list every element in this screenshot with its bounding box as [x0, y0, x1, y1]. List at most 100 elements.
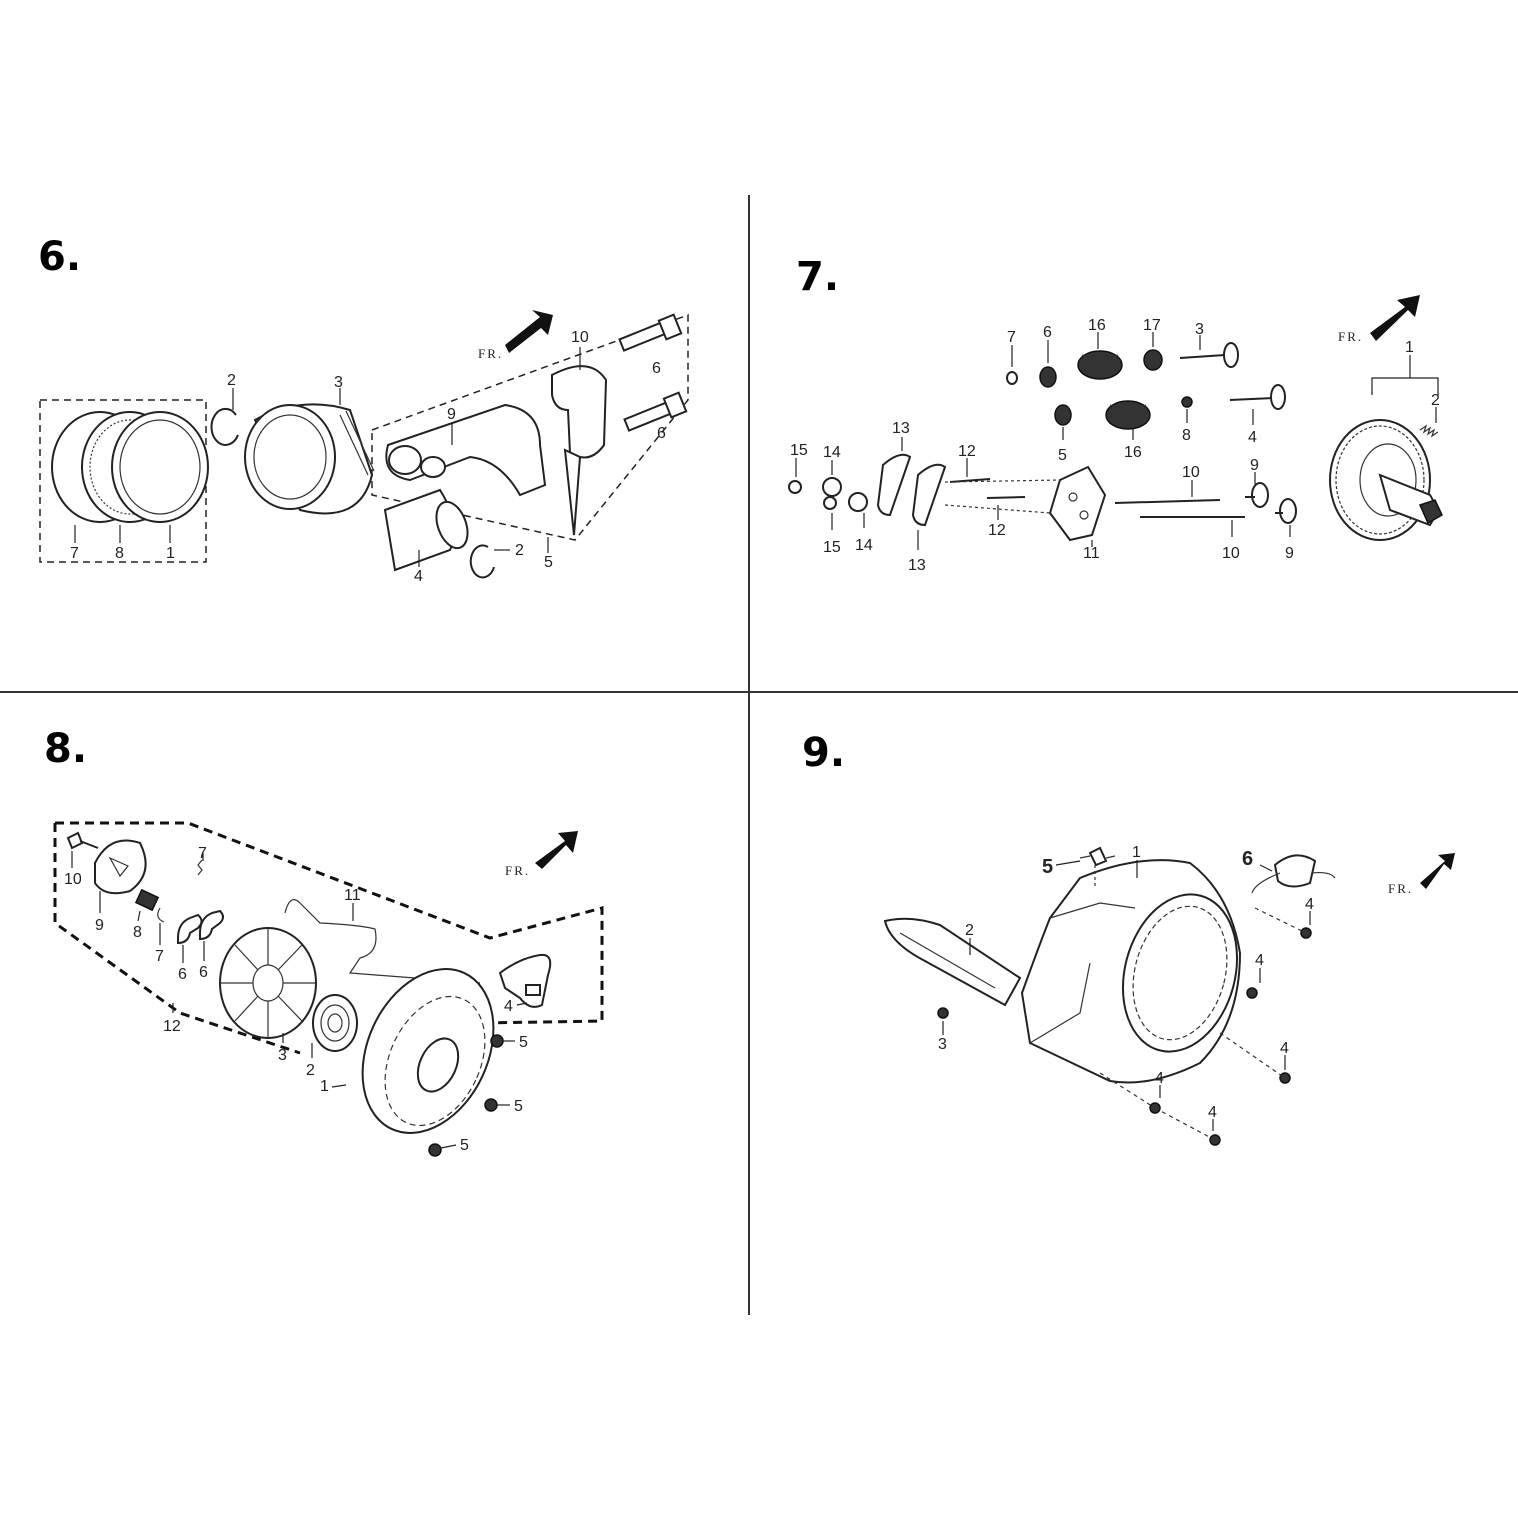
label-3: 3	[938, 1036, 947, 1053]
label-4: 4	[504, 998, 513, 1015]
label-6: 6	[178, 966, 187, 983]
label-10: 10	[1182, 464, 1200, 481]
label-9: 9	[447, 406, 456, 423]
label-11: 11	[1083, 545, 1100, 562]
label-3: 3	[1195, 321, 1204, 338]
label-5: 5	[544, 554, 553, 571]
label-7: 7	[70, 545, 79, 562]
valve-3-head	[1223, 342, 1239, 368]
label-15: 15	[790, 442, 808, 459]
label-5: 5	[1058, 447, 1067, 464]
label-8: 8	[1182, 427, 1191, 444]
valve-4-stem	[1229, 397, 1274, 401]
label-11: 11	[344, 887, 361, 904]
label-10: 10	[571, 329, 589, 346]
fr-label: FR.	[478, 346, 503, 361]
label-15b: 15	[823, 539, 841, 556]
piston-diagram: FR. 2 3 10 6 6 9 7 8 1 2 5 4	[39, 310, 689, 585]
valve-train-diagram: FR.	[788, 295, 1443, 574]
label-4b: 4	[1255, 952, 1264, 969]
shroud-opening	[1121, 893, 1239, 1053]
panel-number: 7.	[796, 254, 840, 300]
label-6b: 6	[657, 425, 666, 442]
label-7-top: 7	[198, 845, 207, 862]
ratchet-spring	[134, 888, 160, 912]
label-16b: 16	[1124, 444, 1142, 461]
seal-17	[1143, 349, 1163, 371]
label-6: 6	[1242, 848, 1253, 870]
valve-3-stem	[1179, 354, 1226, 359]
valve-4-head	[1270, 384, 1286, 410]
clip-5	[1088, 846, 1108, 867]
panel-8-recoil-starter: 8. FR.	[0, 693, 748, 1315]
air-guide	[883, 917, 1022, 1007]
piston-crown	[244, 404, 336, 510]
label-10: 10	[64, 871, 82, 888]
label-4a: 4	[1305, 896, 1314, 913]
fan-shroud-diagram: FR.	[883, 844, 1455, 1146]
label-5b: 5	[514, 1098, 523, 1115]
front-arrow-icon	[505, 310, 553, 353]
small-spring-7	[197, 859, 203, 876]
label-2: 2	[227, 372, 236, 389]
tappet-upper	[1251, 482, 1269, 508]
label-9: 9	[1250, 457, 1259, 474]
panel-number: 9.	[802, 730, 846, 776]
ratchet-plate	[94, 839, 147, 895]
panel-7-valve-train: 7. FR.	[750, 195, 1518, 691]
label-1: 1	[166, 545, 175, 562]
label-4: 4	[1248, 429, 1257, 446]
retainer-5	[1054, 404, 1072, 426]
label-9b: 9	[1285, 545, 1294, 562]
assembly-outline	[55, 821, 604, 1094]
label-13b: 13	[908, 557, 926, 574]
label-4e: 4	[1208, 1104, 1217, 1121]
label-6: 6	[1043, 324, 1052, 341]
label-3: 3	[334, 374, 343, 391]
tappet-lower	[1279, 498, 1297, 524]
label-4d: 4	[1155, 1070, 1164, 1087]
label-5a: 5	[519, 1034, 528, 1051]
valve-spring-16-lower	[1105, 400, 1151, 430]
bolt-5-c	[428, 1143, 457, 1157]
panel-6-piston-assembly: 6.	[0, 195, 748, 691]
front-arrow-icon	[535, 831, 578, 869]
bolt-5-a	[490, 1034, 515, 1048]
stud-12-lower	[986, 496, 1026, 499]
label-4c: 4	[1280, 1040, 1289, 1057]
recoil-starter-diagram: FR.	[53, 821, 604, 1157]
clip-7	[157, 907, 165, 923]
label-1: 1	[320, 1078, 329, 1095]
label-17: 17	[1143, 317, 1161, 334]
label-5: 5	[1042, 856, 1053, 878]
label-8: 8	[133, 924, 142, 941]
rocker-arm-lower	[911, 463, 947, 527]
label-16: 16	[1088, 317, 1106, 334]
front-arrow-icon	[1420, 853, 1455, 889]
label-9: 9	[95, 917, 104, 934]
label-5c: 5	[460, 1137, 469, 1154]
label-2b: 2	[515, 542, 524, 559]
camshaft-gear	[1329, 419, 1431, 541]
starter-rope	[284, 899, 481, 984]
stud-12-upper	[949, 478, 991, 483]
clip-2-lower	[469, 544, 495, 579]
panel-9-fan-shroud: 9. FR.	[750, 693, 1518, 1315]
fr-label: FR.	[505, 863, 530, 878]
label-2: 2	[965, 922, 974, 939]
valve-spring-16-upper	[1077, 350, 1123, 380]
front-arrow-icon	[1370, 295, 1420, 341]
label-3: 3	[278, 1047, 287, 1064]
nut-15-lower	[823, 496, 837, 510]
label-12: 12	[958, 443, 976, 460]
piston-ring-1	[111, 411, 209, 523]
clip-2-upper	[210, 407, 239, 446]
rocker-arm-upper	[876, 453, 912, 517]
label-14: 14	[823, 444, 841, 461]
push-rod-upper	[1114, 499, 1221, 504]
fuel-cap	[1273, 854, 1317, 888]
push-rod-guide-plate	[1048, 465, 1107, 542]
gear-spring	[1419, 424, 1439, 438]
cotter-8	[1181, 396, 1193, 408]
label-13: 13	[892, 420, 910, 437]
